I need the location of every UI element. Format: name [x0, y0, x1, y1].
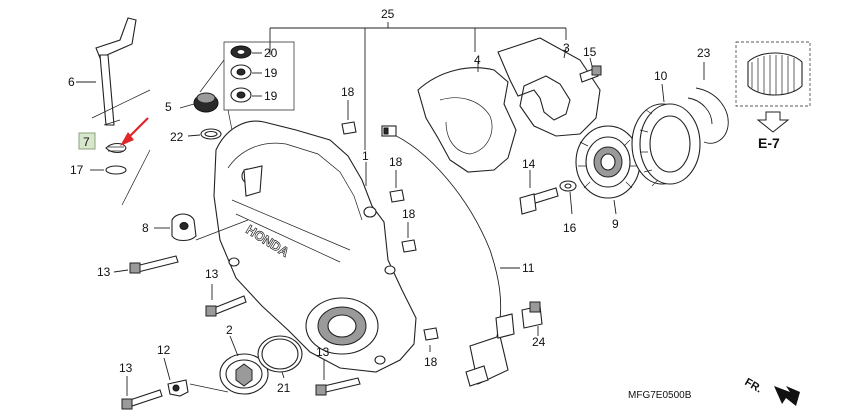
bearing-kit-box — [199, 41, 295, 171]
bolts-13 — [113, 255, 361, 410]
needle-bearing-box — [735, 41, 811, 133]
front-direction-arrow: FR. — [743, 376, 800, 406]
callout-label: 8 — [142, 221, 149, 235]
reference-label: E-7 — [758, 135, 780, 151]
callout-label: 20 — [264, 46, 278, 60]
callout-label: 2 — [226, 323, 233, 337]
callout-label: 9 — [612, 217, 619, 231]
callout-label: 14 — [522, 157, 536, 171]
callout-label: 5 — [165, 100, 172, 114]
clutch-cover: HONDA — [213, 120, 417, 373]
callout-labels: 1 2 3 4 5 6 7 8 9 10 11 12 13 13 13 13 1… — [68, 7, 711, 395]
callout-label: 18 — [341, 85, 355, 99]
callout-label: 11 — [522, 261, 535, 275]
plate-3 — [497, 37, 601, 137]
callout-label: 25 — [381, 7, 395, 21]
callout-label: 16 — [563, 221, 577, 235]
callout-label: 17 — [70, 163, 84, 177]
shift-arm-assembly — [76, 17, 151, 206]
bolt-14-washer-16 — [519, 170, 577, 215]
gasket-4 — [417, 62, 517, 173]
callout-label: 12 — [157, 343, 171, 357]
group-bracket-25 — [269, 22, 567, 150]
starter-gear-10 — [631, 83, 701, 187]
callout-label: 19 — [264, 66, 278, 80]
callout-label: 18 — [402, 207, 416, 221]
callout-label: 4 — [474, 53, 481, 67]
callout-label: 3 — [563, 41, 570, 55]
callout-label: 6 — [68, 75, 75, 89]
callout-7-highlight-box — [78, 132, 96, 150]
callout-label: 18 — [389, 155, 403, 169]
direction-label: FR. — [743, 376, 764, 395]
snap-ring-23 — [687, 62, 729, 144]
cable-clamp — [154, 213, 249, 242]
callout-label: 10 — [654, 69, 668, 83]
bolt-24 — [521, 301, 543, 336]
callout-label: 13 — [119, 361, 133, 375]
dowel-pins — [341, 100, 439, 352]
callout-label: 22 — [170, 130, 184, 144]
highlight-arrow — [120, 117, 149, 146]
diagram-code: MFG7E0500B — [628, 390, 692, 401]
pulse-cover — [219, 335, 303, 395]
callout-label: 1 — [362, 149, 369, 163]
starter-clutch-9 — [575, 125, 641, 215]
oil-filler-cap — [179, 92, 222, 140]
callout-label: 7 — [83, 135, 90, 149]
callout-label: 13 — [205, 267, 219, 281]
callout-label: 23 — [697, 46, 711, 60]
bolt-15 — [579, 57, 602, 83]
clip-12 — [163, 357, 229, 397]
callout-label: 18 — [424, 355, 438, 369]
callout-label: 21 — [277, 381, 291, 395]
callout-label: 19 — [264, 89, 278, 103]
callout-label: 13 — [97, 265, 111, 279]
callout-label: 13 — [316, 345, 330, 359]
callout-label: 15 — [583, 45, 597, 59]
pulse-sensor-wire — [381, 125, 520, 387]
callout-label: 24 — [532, 335, 546, 349]
